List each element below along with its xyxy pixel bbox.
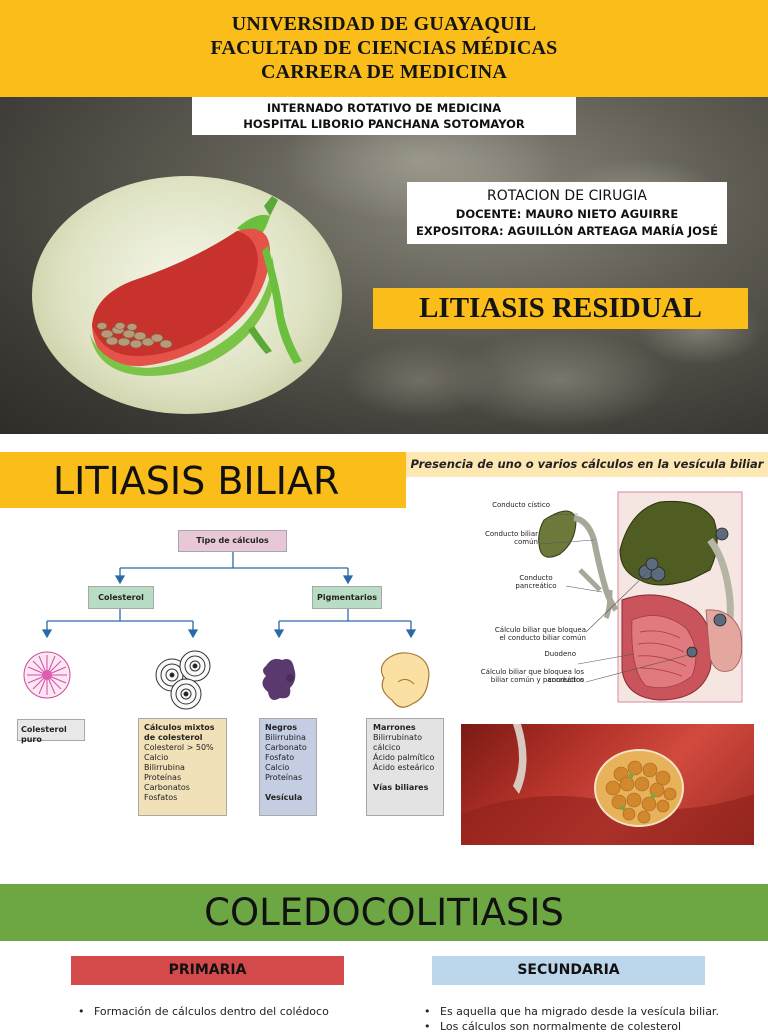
- internship-name: INTERNADO ROTATIVO DE MEDICINA: [266, 101, 502, 115]
- career-name: CARRERA DE MEDICINA: [260, 61, 508, 83]
- label-stone-both-2: biliar común y pancreático: [490, 676, 584, 684]
- definition-text: Presencia de uno o varios cálculos en la…: [410, 457, 764, 471]
- pure-cholesterol-stone-icon: [23, 651, 71, 699]
- slide-title-band: LITIASIS BILIAR: [0, 452, 406, 508]
- leaf-mixed-line: Bilirrubina: [144, 763, 185, 772]
- leaf-pure-cholesterol-title: Colesterol puro: [21, 725, 67, 744]
- leaf-pure-cholesterol: Colesterol puro: [17, 719, 85, 744]
- branch-pigment-label: Pigmentarios: [317, 593, 377, 602]
- hospital-name: HOSPITAL LIBORIO PANCHANA SOTOMAYOR: [243, 117, 525, 131]
- leaf-black-line: Carbonato: [265, 743, 307, 752]
- label-stone-bile-1: Cálculo biliar que bloquea: [494, 626, 586, 634]
- mixed-stone-icon: [155, 650, 211, 710]
- flowchart-root-label: Tipo de cálculos: [196, 536, 269, 545]
- leaf-black-pigment: Negros Bilirrubina Carbonato Fosfato Cal…: [259, 718, 317, 816]
- choledocholithiasis-slide: COLEDOCOLITIASIS PRIMARIA SECUNDARIA For…: [0, 884, 768, 1034]
- leaf-brown-line: cálcico: [373, 743, 401, 752]
- leaf-mixed-line: Proteínas: [144, 773, 182, 782]
- biliary-lithiasis-slide: LITIASIS BILIAR Presencia de uno o vario…: [0, 450, 768, 870]
- rotation-title: ROTACION DE CIRUGIA: [487, 188, 647, 204]
- flowchart-branch-pigment: Pigmentarios: [312, 586, 382, 609]
- anatomy-labels: Conducto cístico Conducto biliar común C…: [460, 490, 750, 710]
- flowchart-root: Tipo de cálculos: [178, 530, 287, 552]
- list-item: Los cálculos son normalmente de colester…: [420, 1019, 750, 1034]
- gallbladder-illustration: [32, 176, 342, 414]
- gallbladder-image: [90, 196, 302, 376]
- leaf-black-title: Negros: [265, 723, 298, 732]
- university-header: UNIVERSIDAD DE GUAYAQUIL FACULTAD DE CIE…: [0, 0, 768, 97]
- leaf-brown-line: Bilirrubinato: [373, 733, 422, 742]
- leaf-brown-location: Vías biliares: [373, 783, 429, 792]
- slide-title: LITIASIS BILIAR: [53, 459, 340, 503]
- primary-bullet-list: Formación de cálculos dentro del colédoc…: [74, 1004, 364, 1019]
- leaf-black-line: Fosfato: [265, 753, 295, 762]
- leaf-brown-title: Marrones: [373, 723, 416, 732]
- primary-header: PRIMARIA: [71, 956, 344, 985]
- flowchart-branch-cholesterol: Colesterol: [88, 586, 154, 609]
- title-slide: UNIVERSIDAD DE GUAYAQUIL FACULTAD DE CIE…: [0, 0, 768, 434]
- leaf-mixed-title: Cálculos mixtos de colesterol: [144, 723, 215, 742]
- rotation-info-box: ROTACION DE CIRUGIA DOCENTE: MAURO NIETO…: [407, 182, 727, 244]
- presenter-name: EXPOSITORA: AGUILLÓN ARTEAGA MARÍA JOSÉ: [415, 224, 719, 238]
- leaf-mixed-line: Carbonatos: [144, 783, 190, 792]
- faculty-name: FACULTAD DE CIENCIAS MÉDICAS: [210, 37, 558, 59]
- gallstones-3d-image: [461, 724, 754, 845]
- internship-box: INTERNADO ROTATIVO DE MEDICINA HOSPITAL …: [192, 97, 576, 135]
- secondary-label: SECUNDARIA: [517, 962, 620, 978]
- list-item: Formación de cálculos dentro del colédoc…: [74, 1004, 364, 1019]
- label-duodenum: Duodeno: [544, 650, 576, 658]
- label-stone-bile-2: el conducto biliar común: [499, 634, 586, 642]
- leaf-brown-pigment: Marrones Bilirrubinato cálcico Ácido pal…: [366, 718, 444, 816]
- teacher-name: DOCENTE: MAURO NIETO AGUIRRE: [455, 207, 679, 221]
- secondary-header: SECUNDARIA: [432, 956, 705, 985]
- leaf-black-spacer: [265, 783, 311, 793]
- biliary-anatomy-illustration: [538, 491, 743, 703]
- leaf-mixed-cholesterol: Cálculos mixtos de colesterol Colesterol…: [138, 718, 227, 816]
- list-item: Es aquella que ha migrado desde la vesíc…: [420, 1004, 750, 1019]
- leaf-brown-spacer: [373, 773, 437, 783]
- secondary-bullet-list: Es aquella que ha migrado desde la vesíc…: [420, 1004, 750, 1034]
- leaf-brown-line: Ácido palmítico: [373, 753, 435, 762]
- slide-title: COLEDOCOLITIASIS: [204, 891, 564, 934]
- flowchart-connectors: [23, 552, 430, 710]
- definition-band: Presencia de uno o varios cálculos en la…: [406, 452, 768, 477]
- leaf-mixed-line: Colesterol > 50%: [144, 743, 214, 752]
- leaf-black-line: Bilirrubina: [265, 733, 306, 742]
- university-name: UNIVERSIDAD DE GUAYAQUIL: [231, 13, 537, 35]
- label-common-bile-duct: Conducto biliar común: [484, 530, 538, 546]
- label-cystic-duct: Conducto cístico: [492, 501, 550, 509]
- branch-cholesterol-label: Colesterol: [98, 593, 144, 602]
- leaf-black-line: Proteínas: [265, 773, 303, 782]
- gallstones-render: [461, 724, 754, 845]
- leaf-black-location: Vesícula: [265, 793, 303, 802]
- presentation-title: LITIASIS RESIDUAL: [419, 292, 702, 324]
- slide-title-band: COLEDOCOLITIASIS: [0, 884, 768, 941]
- brown-pigment-stone-icon: [380, 652, 430, 708]
- leaf-mixed-line: Fosfatos: [144, 793, 178, 802]
- leaf-mixed-line: Calcio: [144, 753, 169, 762]
- label-stone-both-1: Cálculo biliar que bloquea los conductos: [480, 668, 584, 684]
- primary-label: PRIMARIA: [168, 962, 247, 978]
- presentation-title-box: LITIASIS RESIDUAL: [373, 288, 748, 329]
- leaf-black-line: Calcio: [265, 763, 290, 772]
- biliary-anatomy-diagram: Conducto cístico Conducto biliar común C…: [460, 490, 750, 710]
- leaf-brown-line: Ácido esteárico: [373, 763, 435, 772]
- black-pigment-stone-icon: [262, 658, 296, 700]
- stone-types-flowchart: Tipo de cálculos Colesterol Pigmentarios…: [0, 510, 460, 820]
- label-pancreatic-duct: Conducto pancreático: [515, 574, 557, 590]
